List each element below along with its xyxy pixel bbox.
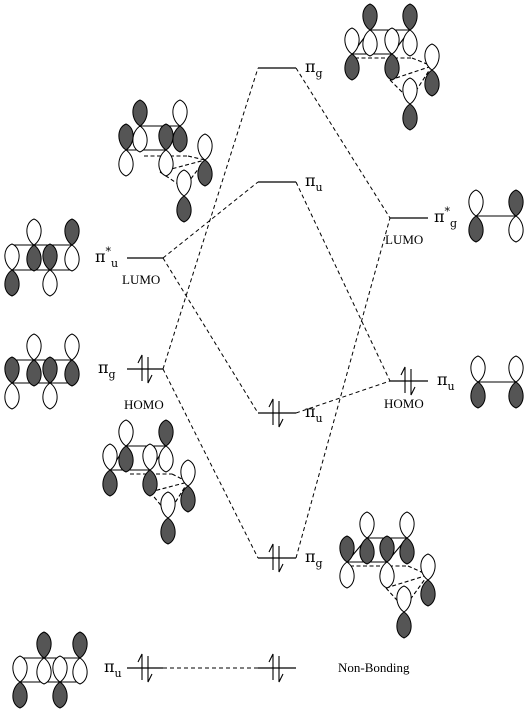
electron-pair-left-pi-u (137, 653, 153, 683)
label-center-pi-g-top: πg (305, 57, 323, 80)
electron-pair-center-pi-g (268, 543, 284, 573)
corr-center-pi-u-to-right-homo (295, 181, 391, 382)
label-left-lumo: LUMO (122, 272, 160, 287)
label-left-pi-u: πu (104, 657, 122, 680)
label-left-pi-star-u: π*u (95, 245, 118, 270)
label-center-pi-g-low: πg (305, 547, 323, 570)
correlation-lines (162, 67, 391, 669)
corr-center-pi-g-low-to-right-lumo (295, 217, 391, 559)
orbital-complex-pi-u-low (102, 419, 196, 545)
label-right-pi-u: πu (437, 370, 455, 393)
corr-left-homo-to-center-pi-g-low (162, 368, 259, 559)
corr-center-pi-g-to-right-lumo (295, 67, 391, 219)
orbital-left-pi-star-u (4, 218, 80, 297)
electron-pair-left-homo (137, 354, 153, 384)
electron-pair-center-pi-u (268, 398, 284, 428)
orbital-right-pi-u (470, 355, 524, 409)
label-left-homo: HOMO (124, 397, 164, 412)
orbital-right-pi-star-g (468, 189, 524, 243)
orbital-complex-pi-g-low (339, 511, 436, 639)
electron-pairs (137, 354, 416, 683)
level-labels: πg πu πu πg Non-Bonding π*u LUMO πg HOMO… (95, 57, 457, 680)
electron-pair-center-non-bonding (268, 653, 284, 683)
orbital-left-pi-u (12, 631, 88, 709)
label-right-pi-star-g: π*g (434, 205, 457, 230)
corr-left-lumo-to-center-pi-u (162, 181, 259, 259)
label-left-pi-g: πg (98, 358, 116, 381)
label-right-lumo: LUMO (385, 232, 423, 247)
orbital-complex-pi-g-top (344, 3, 440, 131)
energy-levels (127, 67, 428, 669)
corr-center-pi-u-low-to-right-homo (295, 380, 391, 414)
label-center-pi-u-top: πu (305, 171, 323, 194)
label-right-homo: HOMO (384, 396, 424, 411)
corr-left-homo-to-center-pi-g (162, 67, 259, 370)
orbital-left-pi-g (4, 333, 80, 410)
corr-left-lumo-to-center-pi-u-low (162, 257, 259, 414)
label-center-pi-u-low: πu (305, 402, 323, 425)
label-non-bonding: Non-Bonding (338, 660, 410, 675)
orbital-complex-pi-u-top (118, 99, 213, 223)
electron-pair-right-homo (400, 366, 416, 396)
